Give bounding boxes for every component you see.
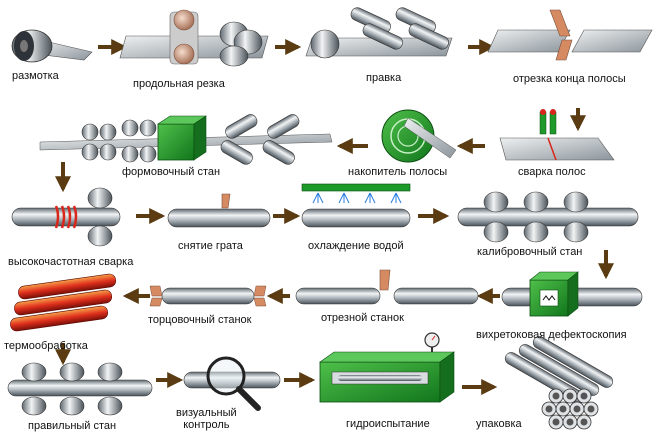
label-hydrotest: гидроиспытание xyxy=(346,418,430,430)
hydrotest-illustration xyxy=(319,332,455,403)
slitting-illustration xyxy=(119,9,269,67)
unwind-illustration xyxy=(11,29,93,63)
label-straightening-mill: правильный стан xyxy=(28,420,117,432)
deburring-illustration xyxy=(167,193,271,228)
heat-treatment-illustration xyxy=(10,273,117,332)
label-forming-mill: формовочный стан xyxy=(122,166,221,178)
label-packing: упаковка xyxy=(476,418,522,430)
sizing-mill-illustration xyxy=(457,191,639,243)
strip-welding-illustration xyxy=(499,109,615,161)
label-sizing-mill: калибровочный стан xyxy=(477,246,583,258)
strip-end-cut-illustration xyxy=(487,9,653,61)
end-facing-illustration xyxy=(149,285,267,307)
flow-arrows xyxy=(55,39,614,395)
visual-control-illustration xyxy=(183,356,281,411)
label-eddy-current: вихретоковая дефектоскопия xyxy=(476,329,627,341)
label-strip-welding: сварка полос xyxy=(518,166,586,178)
label-strip-end-cut: отрезка конца полосы xyxy=(513,73,626,85)
eddy-current-illustration xyxy=(501,271,643,317)
water-cooling-illustration xyxy=(301,183,411,228)
label-end-facing: торцовочный станок xyxy=(148,314,252,326)
straightening-illustration xyxy=(305,7,453,59)
cutoff-illustration xyxy=(295,269,479,305)
label-straightening: правка xyxy=(366,72,402,84)
straightening-mill-illustration xyxy=(7,362,153,416)
forming-mill-illustration xyxy=(39,114,333,165)
label-strip-accumulator: накопитель полосы xyxy=(348,166,448,178)
label-unwind: размотка xyxy=(12,70,59,82)
label-visual-control: визуальный контроль xyxy=(176,407,237,431)
strip-accumulator-illustration xyxy=(381,109,457,163)
hf-welding-illustration xyxy=(11,187,121,247)
label-hf-welding: высокочастотная сварка xyxy=(8,256,134,268)
label-water-cooling: охлаждение водой xyxy=(308,240,404,252)
label-slitting: продольная резка xyxy=(133,78,225,90)
label-heat-treatment: термообработка xyxy=(4,340,88,352)
label-cutoff: отрезной станок xyxy=(321,312,404,324)
packing-illustration xyxy=(504,336,614,430)
label-deburring: снятие грата xyxy=(178,240,243,252)
